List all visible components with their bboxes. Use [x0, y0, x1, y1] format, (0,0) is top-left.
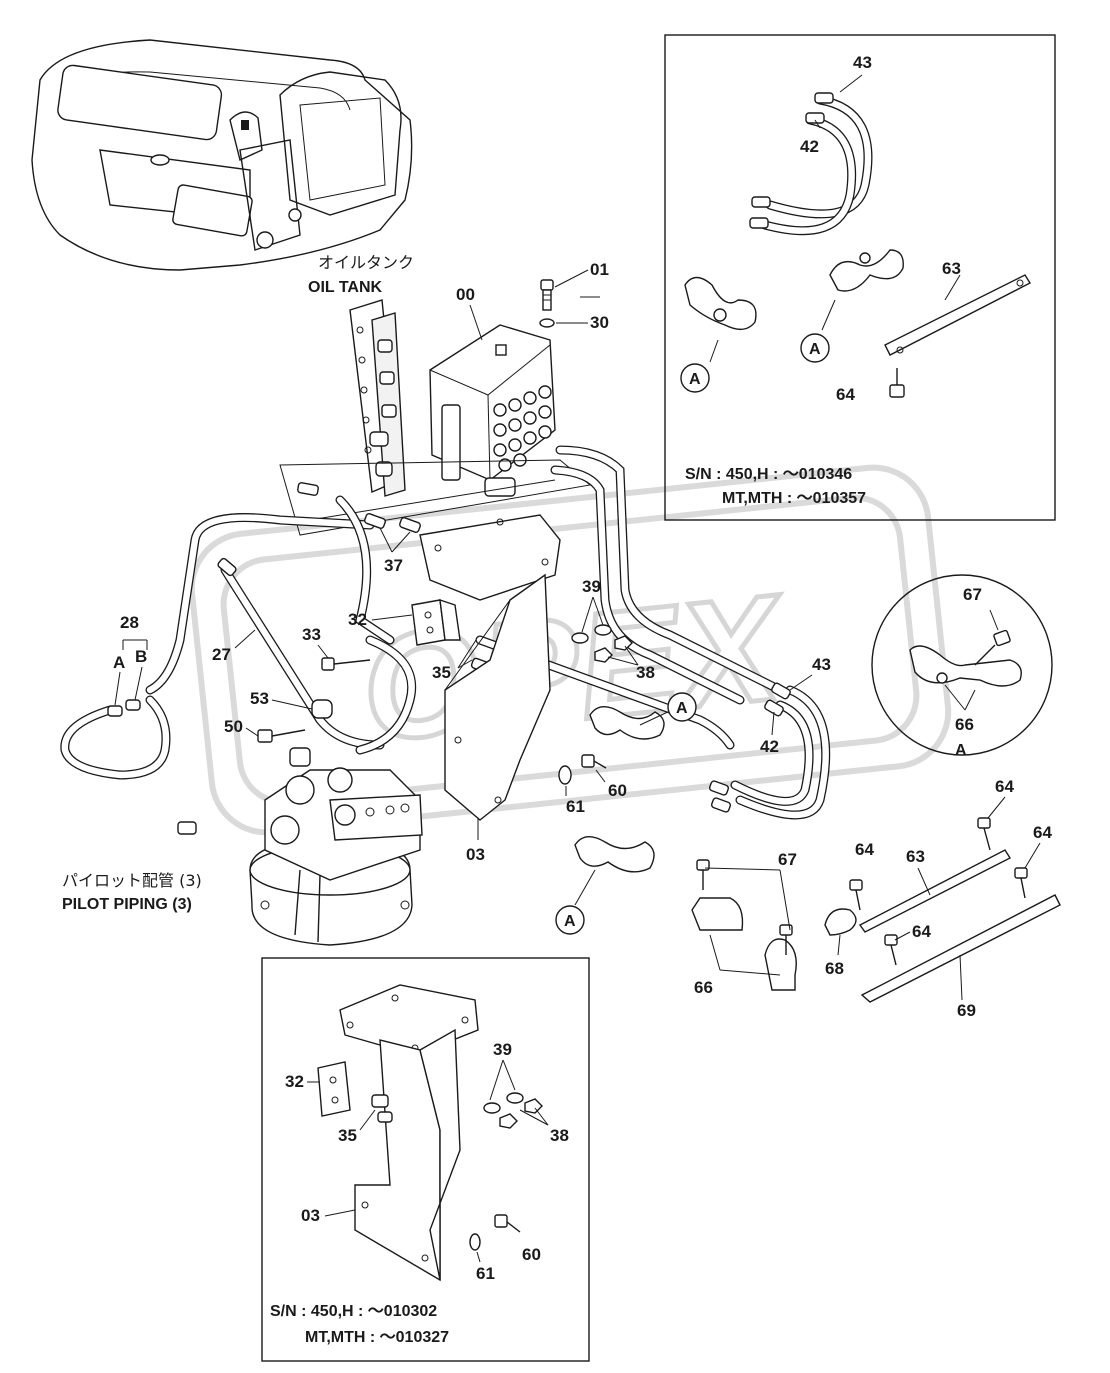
callout-38: 38 [636, 663, 655, 682]
callout-64-inset: 64 [836, 385, 855, 404]
callout-64-d: 64 [912, 922, 931, 941]
callout-42: 42 [760, 737, 779, 756]
bolt-50 [257, 729, 306, 743]
washer-39b [594, 624, 612, 636]
callout-66: 66 [694, 978, 713, 997]
callout-30: 30 [590, 313, 609, 332]
inset-top-note-1: S/N : 450,H : ～010346 [685, 466, 852, 483]
callout-27: 27 [212, 645, 231, 664]
callout-00: 00 [456, 285, 475, 304]
ref-a-1: A [689, 371, 701, 388]
callout-28: 28 [120, 613, 139, 632]
detail-a-title: A [955, 742, 967, 759]
callout-b: B [135, 647, 147, 666]
bolt-60 [581, 754, 607, 769]
ref-a-circle-2 [800, 333, 830, 363]
ref-a-4: A [564, 913, 576, 930]
callout-64-c: 64 [1033, 823, 1052, 842]
stay-63-69 [824, 817, 1061, 1003]
callout-a: A [113, 653, 125, 672]
callout-37: 37 [384, 556, 403, 575]
ref-a-3: A [676, 700, 688, 717]
callout-68: 68 [825, 959, 844, 978]
control-valve [429, 324, 556, 497]
oil-tank-label-jp: オイルタンク [318, 253, 414, 272]
clamp-a-1 [589, 706, 665, 740]
ref-a-circle-1 [680, 363, 710, 393]
callout-69: 69 [957, 1001, 976, 1020]
callout-43: 43 [812, 655, 831, 674]
block-32 [411, 598, 461, 646]
callout-33: 33 [302, 625, 321, 644]
bolt-01 [540, 279, 554, 311]
callout-63: 63 [906, 847, 925, 866]
ref-a-2: A [809, 341, 821, 358]
callout-labels: 00 01 30 37 28 A B 27 32 33 35 39 38 53 … [113, 260, 1052, 1020]
callout-66-detail: 66 [955, 715, 974, 734]
callout-60-inset: 60 [522, 1245, 541, 1264]
excavator-overview [31, 39, 413, 271]
pilot-piping-label-en: PILOT PIPING (3) [62, 896, 192, 913]
bolt-33 [321, 657, 371, 671]
callout-61: 61 [566, 797, 585, 816]
clamp-a-2 [574, 836, 655, 873]
washer-61 [558, 765, 572, 785]
bracket-03 [419, 514, 561, 821]
callout-42-inset: 42 [800, 137, 819, 156]
callout-38-inset: 38 [550, 1126, 569, 1145]
oil-tank-label-en: OIL TANK [308, 279, 383, 296]
callout-32: 32 [348, 610, 367, 629]
pilot-piping-label-jp: パイロット配管 (3) [62, 871, 202, 890]
swing-motor [249, 747, 423, 946]
inset-bottom-note-2: MT,MTH : ～010327 [305, 1329, 449, 1346]
callout-67: 67 [778, 850, 797, 869]
callout-53: 53 [250, 689, 269, 708]
callout-labels-inset-top: 43 42 63 64 [800, 53, 961, 404]
pipe-runs [60, 445, 831, 820]
callout-35: 35 [432, 663, 451, 682]
callout-60: 60 [608, 781, 627, 800]
inset-top-note-2: MT,MTH : ～010357 [722, 490, 866, 507]
fittings [107, 482, 791, 835]
clamp-53 [311, 699, 333, 719]
callout-35-inset: 35 [338, 1126, 357, 1145]
clamps-66 [691, 859, 797, 991]
callout-39-inset: 39 [493, 1040, 512, 1059]
callout-labels-inset-bottom: 32 35 39 38 03 60 61 [285, 1040, 569, 1283]
callout-32-inset: 32 [285, 1072, 304, 1091]
washer-30 [539, 318, 555, 328]
inset-bottom-note-1: S/N : 450,H : ～010302 [270, 1303, 437, 1320]
callout-43-inset: 43 [853, 53, 872, 72]
callout-63-inset: 63 [942, 259, 961, 278]
inset-top [664, 34, 1056, 521]
washer-39a [571, 632, 589, 644]
callout-39: 39 [582, 577, 601, 596]
pilot-manifold [349, 299, 406, 497]
nut-38a [594, 647, 613, 663]
nut-38b [614, 635, 633, 651]
callout-50: 50 [224, 717, 243, 736]
callout-64-a: 64 [855, 840, 874, 859]
inset-bottom [261, 957, 590, 1362]
ref-a-main: A A [555, 692, 697, 935]
callout-03: 03 [466, 845, 485, 864]
detail-a [871, 574, 1053, 756]
callout-01: 01 [590, 260, 609, 279]
callout-67-detail: 67 [963, 585, 982, 604]
callout-61-inset: 61 [476, 1264, 495, 1283]
callout-64-b: 64 [995, 777, 1014, 796]
callout-03-inset: 03 [301, 1206, 320, 1225]
